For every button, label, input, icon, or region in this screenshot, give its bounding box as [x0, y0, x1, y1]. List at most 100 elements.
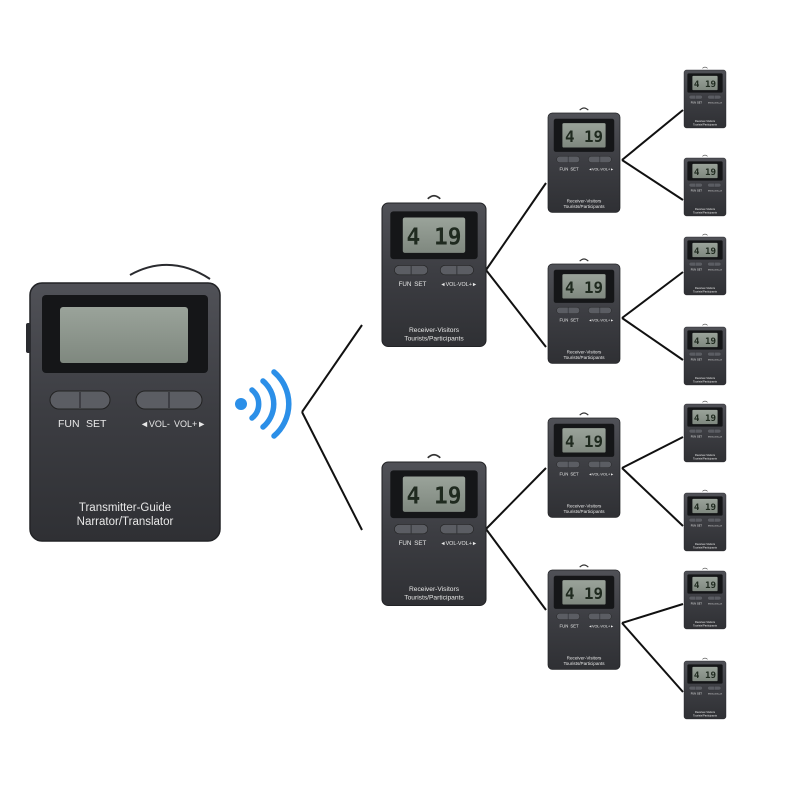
- receiver-lcd-readout: 4 19: [694, 336, 716, 347]
- receiver-caption-line1: Receiver-Visitors: [567, 655, 602, 660]
- fun-button-label: FUN: [691, 269, 696, 272]
- receiver-lcd-readout: 4 19: [565, 584, 603, 603]
- receiver-caption-line1: Receiver-Visitors: [695, 620, 716, 624]
- receiver-caption-line2: Tourists/Participants: [404, 594, 464, 601]
- set-button-label: SET: [697, 190, 702, 193]
- receiver-caption-line2: Tourists/Participants: [563, 661, 605, 666]
- receiver-lcd-readout: 4 19: [406, 225, 461, 251]
- set-button-label: SET: [414, 540, 426, 547]
- branch-line-r1-a: [485, 182, 547, 271]
- receiver-caption-line2: Tourists/Participants: [693, 122, 718, 126]
- receiver-caption-line2: Tourists/Participants: [693, 456, 718, 460]
- receiver-lcd-readout: 4 19: [565, 127, 603, 146]
- set-button-label: SET: [697, 359, 702, 362]
- receiver-lcd-readout: 4 19: [694, 413, 716, 424]
- vol-down-label: ◄VOL-: [708, 693, 715, 696]
- fun-button-label: FUN: [58, 418, 80, 430]
- fun-button-label: FUN: [691, 436, 696, 439]
- vol-up-label: VOL+►: [715, 603, 723, 606]
- transmitter-caption-line1: Transmitter-Guide: [79, 502, 171, 514]
- vol-up-label: VOL+►: [458, 282, 477, 288]
- branch-line-s4-b: [621, 622, 684, 693]
- connection-lines: [301, 109, 684, 693]
- receiver-caption-line1: Receiver-Visitors: [567, 503, 602, 508]
- branch-line-r1-b: [485, 269, 547, 348]
- receiver-caption-line1: Receiver-Visitors: [695, 542, 716, 546]
- vol-down-label: ◄VOL-: [588, 319, 601, 323]
- branch-line-s4-a: [621, 603, 684, 624]
- receiver-caption-line2: Tourists/Participants: [693, 713, 718, 717]
- receiver-lcd-readout: 4 19: [565, 432, 603, 451]
- receiver-lcd-readout: 4 19: [406, 484, 461, 510]
- set-button-label: SET: [697, 693, 702, 696]
- transmitter-caption-line2: Narrator/Translator: [77, 516, 174, 528]
- vol-up-label: VOL+►: [601, 168, 614, 172]
- vol-up-label: VOL+►: [715, 102, 723, 105]
- vol-up-label: VOL+►: [715, 525, 723, 528]
- receiver-caption-line2: Tourists/Participants: [693, 545, 718, 549]
- fun-button-label: FUN: [560, 167, 569, 172]
- receiver-caption-line1: Receiver-Visitors: [695, 119, 716, 123]
- receiver-caption-line1: Receiver-Visitors: [695, 286, 716, 290]
- receiver-caption-line1: Receiver-Visitors: [695, 207, 716, 211]
- receiver-caption-line2: Tourists/Participants: [693, 379, 718, 383]
- vol-up-label: VOL+►: [715, 693, 723, 696]
- receiver-caption-line2: Tourists/Participants: [563, 204, 605, 209]
- branch-line-s1-b: [621, 159, 684, 201]
- vol-down-label: ◄VOL-: [588, 473, 601, 477]
- receiver-caption-line2: Tourists/Participants: [693, 210, 718, 214]
- vol-down-label: ◄VOL-: [708, 190, 715, 193]
- receiver-caption-line2: Tourists/Participants: [693, 289, 718, 293]
- vol-down-label: ◄VOL-: [708, 269, 715, 272]
- fun-button-label: FUN: [691, 693, 696, 696]
- receiver-lcd-readout: 4 19: [694, 502, 716, 513]
- receiver-lcd-readout: 4 19: [694, 580, 716, 591]
- receiver-caption-line1: Receiver-Visitors: [695, 453, 716, 457]
- set-button-label: SET: [86, 418, 107, 430]
- receiver-lcd-readout: 4 19: [694, 79, 716, 90]
- fun-button-label: FUN: [691, 603, 696, 606]
- branch-line-upper: [301, 324, 363, 413]
- branch-line-s2-b: [621, 317, 684, 361]
- vol-up-label: VOL+►: [715, 436, 723, 439]
- receiver-lcd-readout: 4 19: [694, 670, 716, 681]
- receiver-caption-line1: Receiver-Visitors: [567, 349, 602, 354]
- vol-up-label: VOL+►: [715, 269, 723, 272]
- fun-button-label: FUN: [399, 540, 412, 547]
- vol-down-label: ◄VOL-: [140, 419, 170, 429]
- set-button-label: SET: [697, 603, 702, 606]
- vol-up-label: VOL+►: [601, 473, 614, 477]
- receiver-caption-line1: Receiver-Visitors: [409, 586, 460, 593]
- vol-down-label: ◄VOL-: [588, 168, 601, 172]
- vol-up-label: VOL+►: [174, 419, 206, 429]
- set-button-label: SET: [697, 102, 702, 105]
- branch-line-lower: [301, 411, 363, 531]
- set-button-label: SET: [570, 624, 579, 629]
- set-button-label: SET: [414, 281, 426, 288]
- branch-line-r2-a: [485, 467, 547, 530]
- fun-button-label: FUN: [691, 525, 696, 528]
- set-button-label: SET: [570, 472, 579, 477]
- receiver-caption-line2: Tourists/Participants: [563, 355, 605, 360]
- receiver-caption-line2: Tourists/Participants: [563, 509, 605, 514]
- receiver-lcd-readout: 4 19: [694, 246, 716, 257]
- vol-down-label: ◄VOL-: [708, 525, 715, 528]
- vol-up-label: VOL+►: [601, 625, 614, 629]
- fun-button-label: FUN: [691, 359, 696, 362]
- vol-up-label: VOL+►: [601, 319, 614, 323]
- receiver-caption-line1: Receiver-Visitors: [695, 710, 716, 714]
- vol-down-label: ◄VOL-: [588, 625, 601, 629]
- fun-button-label: FUN: [691, 190, 696, 193]
- receiver-caption-line2: Tourists/Participants: [404, 335, 464, 342]
- receiver-lcd-readout: 4 19: [565, 278, 603, 297]
- vol-down-label: ◄VOL-: [708, 603, 715, 606]
- vol-down-label: ◄VOL-: [708, 359, 715, 362]
